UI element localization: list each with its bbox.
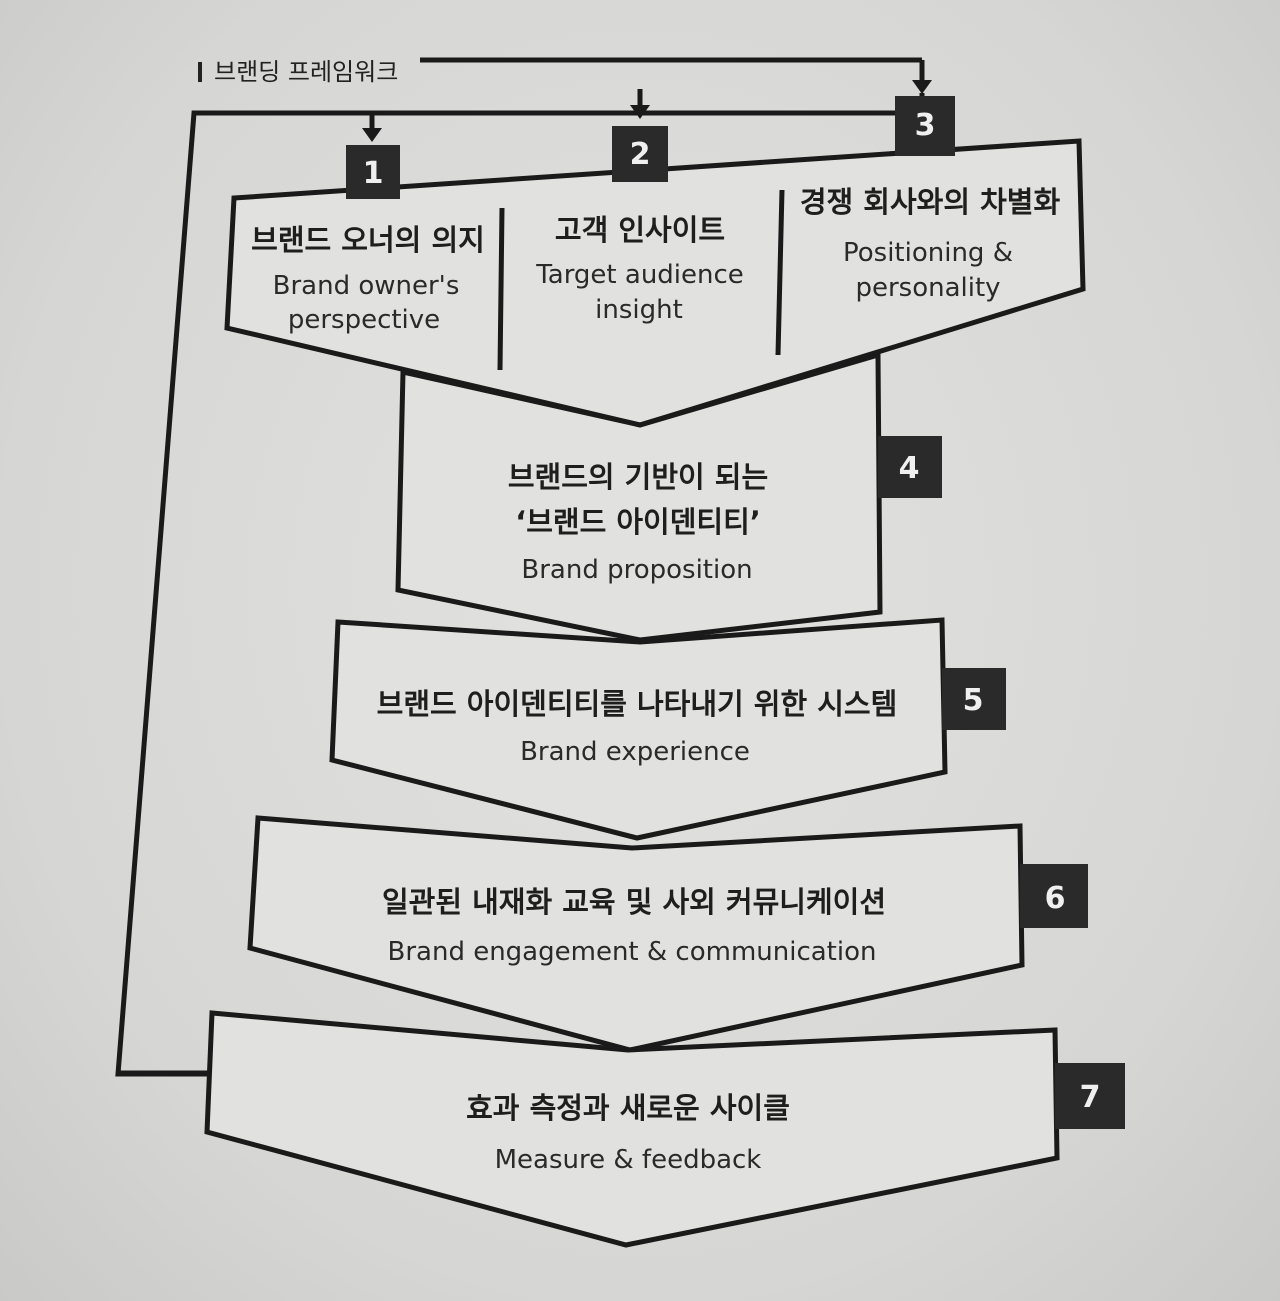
step-7-en-label: Measure & feedback bbox=[495, 1145, 762, 1175]
step-3-en-line1: Positioning & bbox=[843, 238, 1013, 268]
step-6-ko-label: 일관된 내재화 교육 및 사외 커뮤니케이션 bbox=[382, 885, 886, 919]
title-marker bbox=[198, 62, 202, 82]
step-1-badge: 1 bbox=[346, 145, 400, 199]
step-2-number: 2 bbox=[630, 137, 651, 172]
step-7-box bbox=[204, 1010, 1060, 1248]
step-3-badge: 3 bbox=[895, 96, 955, 156]
step-4-ko-line1: 브랜드의 기반이 되는 bbox=[508, 460, 768, 494]
step-3-ko-label: 경쟁 회사와의 차별화 bbox=[800, 185, 1061, 219]
step-4-en-label: Brand proposition bbox=[521, 555, 752, 585]
step-4-badge: 4 bbox=[878, 436, 942, 498]
figure-title: 브랜딩 프레임워크 bbox=[214, 58, 398, 86]
step-3-number: 3 bbox=[915, 108, 936, 143]
step-2-en-line2: insight bbox=[595, 295, 683, 325]
branch-2-arrowhead bbox=[630, 105, 650, 119]
step-5-ko-label: 브랜드 아이덴티티를 나타내기 위한 시스템 bbox=[377, 687, 898, 721]
step-3-en-line2: personality bbox=[855, 273, 1000, 303]
step-7-badge: 7 bbox=[1055, 1063, 1125, 1129]
step-7-number: 7 bbox=[1080, 1080, 1101, 1115]
step-4-ko-line2: ‘브랜드 아이덴티티’ bbox=[515, 505, 761, 539]
divider-2-3 bbox=[775, 189, 785, 356]
step-1-ko-label: 브랜드 오너의 의지 bbox=[251, 223, 485, 257]
step-4-number: 4 bbox=[899, 451, 920, 486]
step-1-number: 1 bbox=[363, 156, 384, 191]
step-4-box bbox=[395, 351, 883, 643]
step-6-badge: 6 bbox=[1020, 864, 1088, 928]
step-5-box bbox=[329, 617, 948, 841]
step-5-badge: 5 bbox=[942, 668, 1006, 730]
step-6-en-label: Brand engagement & communication bbox=[388, 937, 877, 967]
step-5-number: 5 bbox=[963, 683, 984, 718]
step-6-number: 6 bbox=[1045, 881, 1066, 916]
step-2-en-line1: Target audience bbox=[535, 260, 744, 290]
branch-1-arrowhead bbox=[362, 128, 382, 142]
step-1-en-line2: perspective bbox=[288, 305, 440, 335]
step-7-ko-label: 효과 측정과 새로운 사이클 bbox=[466, 1091, 790, 1125]
step-1-en-line1: Brand owner's bbox=[273, 271, 460, 301]
branch-3-arrowhead bbox=[912, 80, 932, 94]
step-2-ko-label: 고객 인사이트 bbox=[555, 213, 725, 247]
step-2-badge: 2 bbox=[612, 126, 668, 182]
step-5-en-label: Brand experience bbox=[520, 737, 750, 767]
step-6-box bbox=[247, 815, 1025, 1053]
divider-1-2 bbox=[497, 207, 505, 371]
